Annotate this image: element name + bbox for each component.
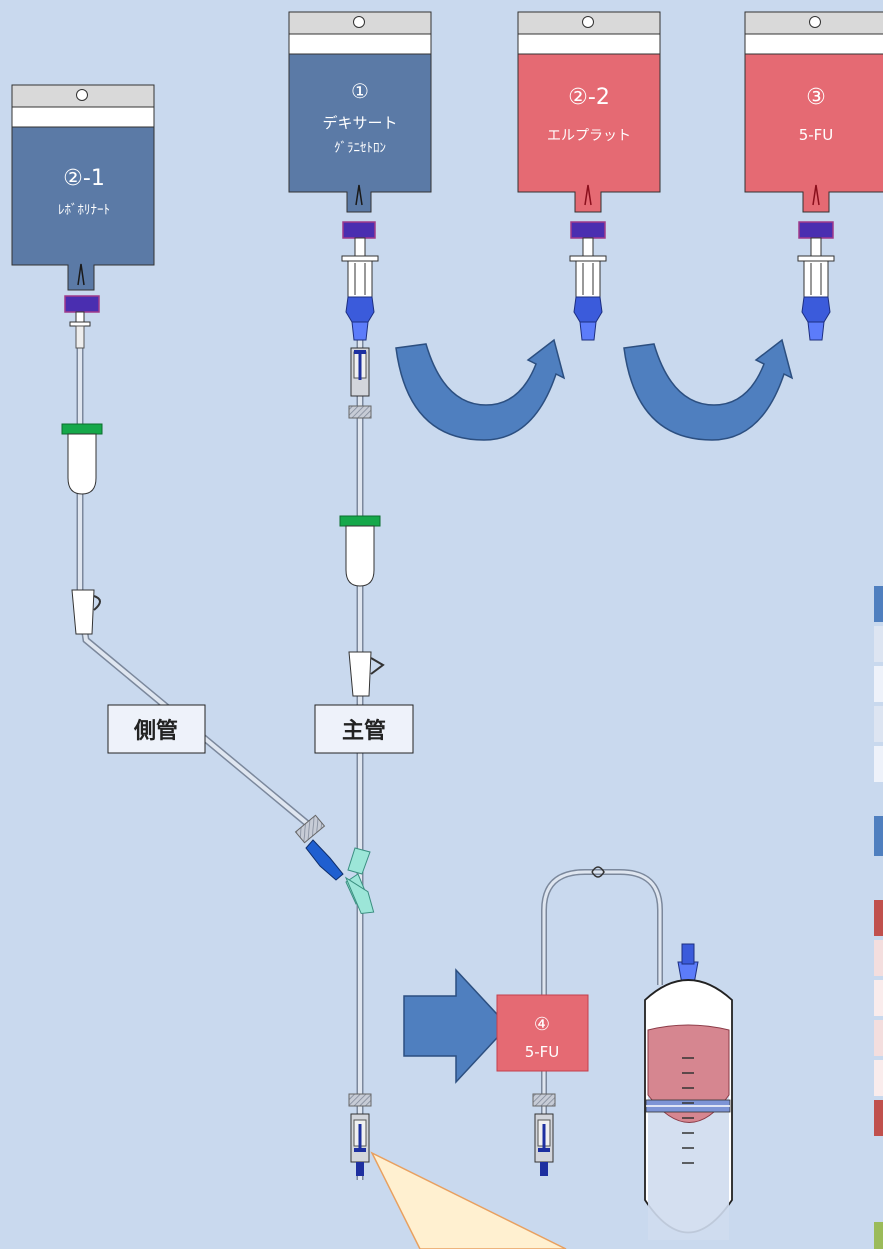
curved-arrow-2 xyxy=(623,338,794,441)
y-site xyxy=(294,814,375,915)
bag-2-1-drug: ﾚﾎﾞﾎﾘﾅｰﾄ xyxy=(58,203,110,218)
roller-clamp-side xyxy=(71,589,101,635)
bag-1-drug-1: デキサート xyxy=(322,114,397,132)
bag-2-1: ②-1 ﾚﾎﾞﾎﾘﾅｰﾄ xyxy=(11,84,155,349)
bag-2-2-number: ②-2 xyxy=(568,85,610,110)
side-line-tube xyxy=(76,340,318,833)
pump-label: ④ 5-FU xyxy=(496,994,589,1072)
bag-1-number: ① xyxy=(351,79,369,103)
svg-text:主管: 主管 xyxy=(342,718,386,744)
main-top-connector xyxy=(348,347,372,419)
bag-3: ③ 5-FU xyxy=(744,11,883,239)
bag-2-2: ②-2 エルプラット xyxy=(517,11,661,239)
pump-bottom-connector xyxy=(532,1093,556,1176)
svg-text:側管: 側管 xyxy=(133,718,178,744)
spike-bag-2-2 xyxy=(569,237,607,341)
block-arrow-right xyxy=(403,968,510,1084)
bag-2-2-drug: エルプラット xyxy=(547,128,631,144)
bag-2-1-number: ②-1 xyxy=(63,166,105,191)
main-bottom-connector xyxy=(348,1093,372,1176)
side-table-partial xyxy=(874,586,883,1249)
infuser-pump xyxy=(591,866,733,1240)
main-line-label: 主管 xyxy=(314,704,414,754)
pump-number: ④ xyxy=(534,1014,550,1035)
bag-3-number: ③ xyxy=(806,85,826,110)
pump-drug: 5-FU xyxy=(525,1043,560,1061)
bag-1-drug-2: ｸﾞﾗﾆｾﾄﾛﾝ xyxy=(334,141,386,156)
drip-chamber-side xyxy=(61,423,103,495)
curved-arrow-1 xyxy=(395,338,566,441)
bag-1: ① デキサート ｸﾞﾗﾆｾﾄﾛﾝ xyxy=(288,11,432,239)
callout-pointer xyxy=(370,1151,567,1249)
spike-bag-3 xyxy=(797,237,835,341)
side-line-label: 側管 xyxy=(107,704,206,754)
roller-clamp-main xyxy=(348,651,385,697)
spike-main xyxy=(341,237,379,341)
bag-3-drug: 5-FU xyxy=(799,126,834,144)
drip-chamber-main xyxy=(339,515,381,587)
